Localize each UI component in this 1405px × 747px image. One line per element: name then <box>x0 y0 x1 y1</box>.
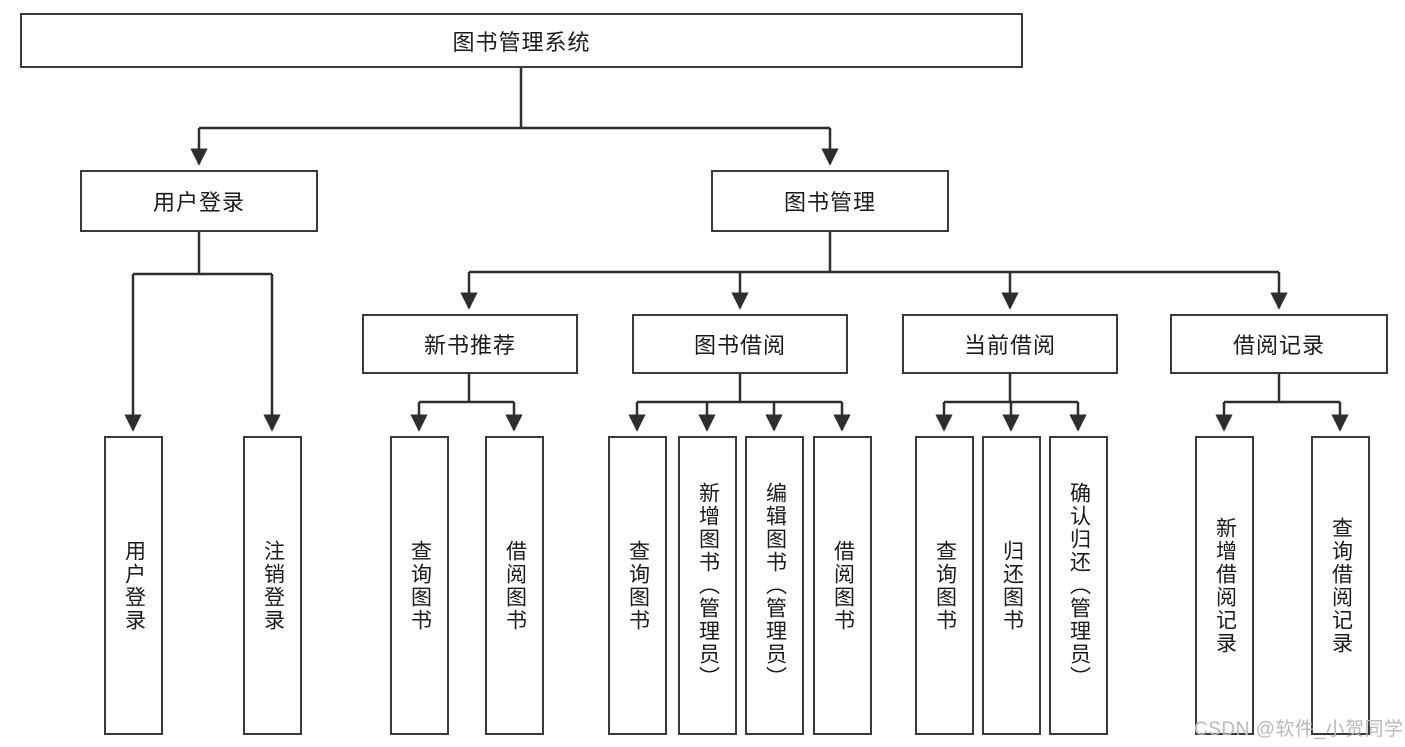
node-borrow-record[interactable]: 借阅记录 <box>1170 314 1388 374</box>
node-label: 新增图书（管理员） <box>696 482 720 689</box>
node-label: 借阅记录 <box>1232 333 1325 358</box>
leaf-borrow-edit-book-admin[interactable]: 编辑图书（管理员） <box>745 436 804 735</box>
node-label: 图书借阅 <box>693 333 786 358</box>
node-label: 查询借阅记录 <box>1329 516 1353 655</box>
node-label: 用户登录 <box>122 539 146 632</box>
node-book-management[interactable]: 图书管理 <box>711 170 949 232</box>
node-label: 新书推荐 <box>423 333 516 358</box>
leaf-recommend-borrow-book[interactable]: 借阅图书 <box>485 436 544 735</box>
node-label: 借阅图书 <box>831 539 855 632</box>
leaf-borrow-add-book-admin[interactable]: 新增图书（管理员） <box>678 436 737 735</box>
node-label: 确认归还（管理员） <box>1067 482 1091 689</box>
leaf-record-query-borrow-record[interactable]: 查询借阅记录 <box>1311 436 1370 735</box>
node-label: 图书管理 <box>783 190 876 215</box>
node-label: 注销登录 <box>261 539 285 632</box>
node-new-book-recommend[interactable]: 新书推荐 <box>362 314 578 374</box>
node-label: 编辑图书（管理员） <box>763 482 787 689</box>
node-label: 借阅图书 <box>503 539 527 632</box>
node-label: 用户登录 <box>152 190 245 215</box>
node-label: 新增借阅记录 <box>1213 516 1237 655</box>
node-label: 查询图书 <box>626 539 650 632</box>
node-root-book-management-system[interactable]: 图书管理系统 <box>20 13 1023 68</box>
leaf-user-login-logout[interactable]: 注销登录 <box>243 436 302 735</box>
csdn-watermark: CSDN @软件_小贺同学 <box>1194 719 1404 740</box>
node-label: 归还图书 <box>1000 539 1024 632</box>
leaf-current-confirm-return-admin[interactable]: 确认归还（管理员） <box>1049 436 1108 735</box>
leaf-borrow-borrow-book[interactable]: 借阅图书 <box>813 436 872 735</box>
node-label: 查询图书 <box>408 539 432 632</box>
leaf-borrow-query-book[interactable]: 查询图书 <box>608 436 667 735</box>
node-current-borrow[interactable]: 当前借阅 <box>902 314 1118 374</box>
node-book-borrow[interactable]: 图书借阅 <box>632 314 848 374</box>
leaf-current-return-book[interactable]: 归还图书 <box>982 436 1041 735</box>
node-label: 图书管理系统 <box>452 29 591 55</box>
node-label: 当前借阅 <box>963 333 1056 358</box>
leaf-record-add-borrow-record[interactable]: 新增借阅记录 <box>1195 436 1254 735</box>
leaf-current-query-book[interactable]: 查询图书 <box>915 436 974 735</box>
node-user-login[interactable]: 用户登录 <box>80 170 318 232</box>
leaf-user-login-login[interactable]: 用户登录 <box>104 436 163 735</box>
leaf-recommend-query-book[interactable]: 查询图书 <box>390 436 449 735</box>
node-label: 查询图书 <box>933 539 957 632</box>
